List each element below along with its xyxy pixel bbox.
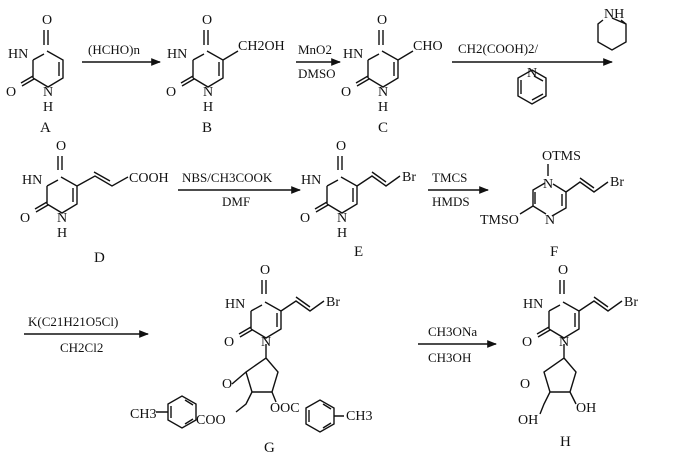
atom-o: O (260, 263, 270, 278)
atom-hn: HN (343, 47, 363, 62)
atom-nh: NH (604, 7, 624, 22)
reagent-ch2cl2: CH2Cl2 (60, 340, 103, 355)
atom-h: H (378, 100, 388, 115)
atom-n: N (527, 66, 537, 81)
compound-b-structure: O HN O N H CH2OH (166, 13, 285, 115)
group-oh: OH (576, 401, 596, 416)
atom-h: H (43, 100, 53, 115)
compound-e-structure: O HN O N H Br (300, 139, 416, 241)
reagent-ch3ona: CH3ONa (428, 324, 477, 339)
compound-a-structure: O HN O N H (6, 13, 64, 115)
atom-o: O (202, 13, 212, 28)
reagent-dmf: DMF (222, 194, 250, 209)
group-cooh: COOH (129, 171, 169, 186)
group-cho: CHO (413, 39, 443, 54)
atom-o: O (558, 263, 568, 278)
group-coo: COO (196, 413, 226, 428)
atom-o: O (166, 85, 176, 100)
atom-o: O (42, 13, 52, 28)
compound-label-b: B (202, 120, 212, 136)
reagent-hcho: (HCHO)n (88, 42, 140, 57)
compound-label-d: D (94, 250, 105, 266)
group-ch3: CH3 (130, 407, 156, 422)
atom-o: O (520, 377, 530, 392)
atom-hn: HN (225, 297, 245, 312)
atom-o: O (341, 85, 351, 100)
reagent-malonic-acid: CH2(COOH)2/ (458, 41, 539, 56)
atom-o: O (377, 13, 387, 28)
atom-n: N (545, 213, 555, 228)
pyridine-structure: N (517, 66, 547, 105)
atom-n: N (57, 211, 67, 226)
atom-n: N (543, 177, 553, 192)
atom-h: H (337, 226, 347, 241)
atom-o: O (56, 139, 66, 154)
compound-label-f: F (550, 244, 558, 260)
piperidine-structure: NH (597, 7, 627, 51)
atom-hn: HN (8, 47, 28, 62)
atom-o: O (20, 211, 30, 226)
reagent-tmcs: TMCS (432, 170, 467, 185)
atom-n: N (337, 211, 347, 226)
compound-g-structure: O HN O N Br O OOC COO CH3 CH3 (130, 263, 372, 433)
group-ch3: CH3 (346, 409, 372, 424)
compound-label-g: G (264, 440, 275, 456)
atom-o: O (224, 335, 234, 350)
atom-o: O (336, 139, 346, 154)
atom-o: O (6, 85, 16, 100)
group-tmso: TMSO (480, 213, 519, 228)
atom-n: N (378, 85, 388, 100)
atom-hn: HN (301, 173, 321, 188)
atom-hn: HN (22, 173, 42, 188)
atom-h: H (57, 226, 67, 241)
reagent-mno2: MnO2 (298, 42, 332, 57)
atom-hn: HN (167, 47, 187, 62)
atom-br: Br (624, 295, 638, 310)
atom-n: N (261, 335, 271, 350)
atom-n: N (203, 85, 213, 100)
atom-o: O (522, 335, 532, 350)
compound-c-structure: O HN O N H CHO (341, 13, 443, 115)
compound-label-e: E (354, 244, 363, 260)
group-ooc: OOC (270, 401, 300, 416)
atom-n: N (43, 85, 53, 100)
atom-br: Br (326, 295, 340, 310)
reagent-dmso: DMSO (298, 66, 336, 81)
atom-h: H (203, 100, 213, 115)
group-otms: OTMS (542, 149, 581, 164)
reagent-k-compound: K(C21H21O5Cl) (28, 314, 118, 329)
reagent-nbs: NBS/CH3COOK (182, 170, 273, 185)
compound-label-h: H (560, 434, 571, 450)
atom-o: O (222, 377, 232, 392)
atom-br: Br (402, 170, 416, 185)
reagent-hmds: HMDS (432, 194, 470, 209)
atom-hn: HN (523, 297, 543, 312)
atom-n: N (559, 335, 569, 350)
compound-h-structure: O HN O N Br O OH OH (518, 263, 638, 428)
compound-d-structure: O HN O N H COOH (20, 139, 169, 241)
compound-label-c: C (378, 120, 388, 136)
group-ch2oh: CH2OH (238, 39, 285, 54)
compound-f-structure: OTMS N N TMSO Br (480, 149, 624, 228)
reagent-ch3oh: CH3OH (428, 350, 471, 365)
group-oh: OH (518, 413, 538, 428)
atom-o: O (300, 211, 310, 226)
atom-br: Br (610, 175, 624, 190)
compound-label-a: A (40, 120, 51, 136)
